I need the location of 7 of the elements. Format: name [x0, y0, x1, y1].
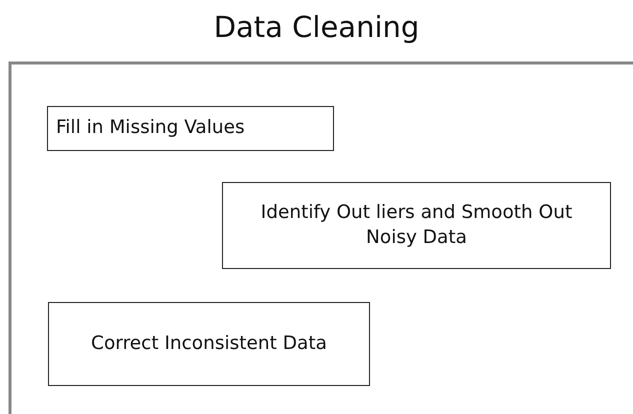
box-label: Correct Inconsistent Data — [91, 332, 327, 356]
box-label: Fill in Missing Values — [56, 116, 245, 140]
box-label: Identify Out liers and Smooth Out Noisy Data — [260, 201, 574, 250]
title: Data Cleaning — [212, 10, 420, 44]
process-box — [48, 302, 370, 386]
process-box — [222, 182, 611, 269]
process-box — [47, 106, 334, 151]
